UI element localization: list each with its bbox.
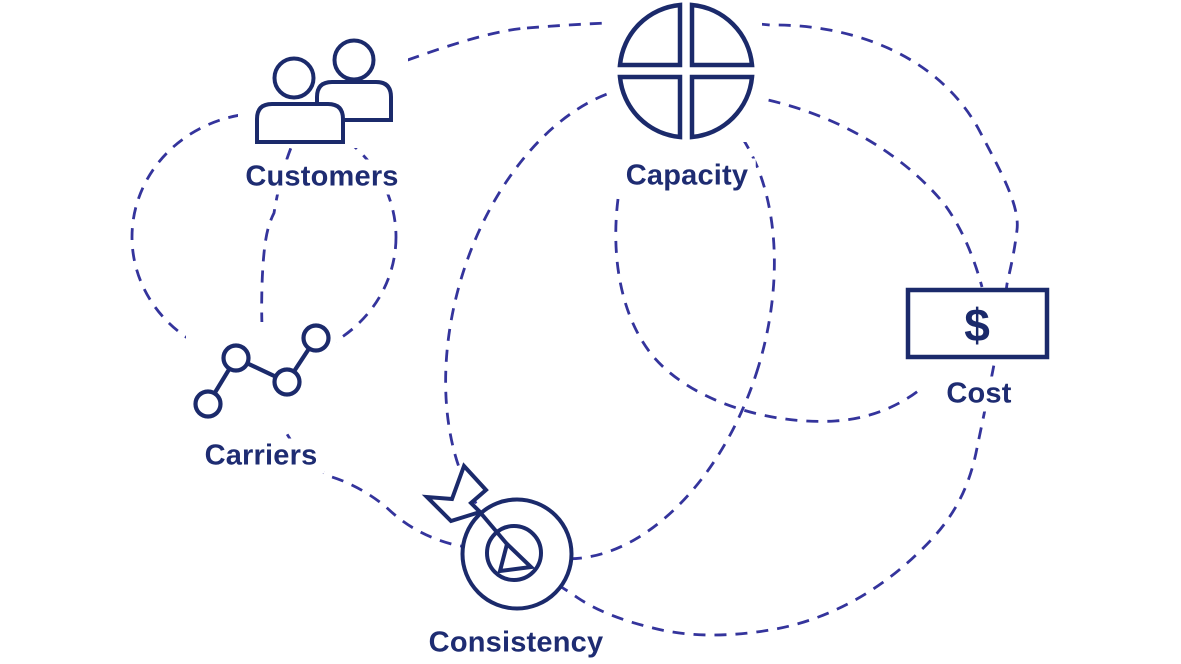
quadrant-top-right <box>689 2 755 68</box>
quadrant-bottom-left <box>617 74 683 140</box>
bill-rectangle <box>905 287 1050 360</box>
connector-capacity-cost-arc <box>747 94 984 288</box>
arrow-head <box>497 540 536 574</box>
capacity-label: Capacity <box>618 158 756 194</box>
network-nodes-icon <box>193 323 331 419</box>
consistency-label: Consistency <box>421 625 611 661</box>
customers-label: Customers <box>238 159 406 195</box>
pie-quadrants-icon <box>617 2 755 140</box>
network-node <box>193 389 223 419</box>
quadrant-top-left <box>617 2 683 68</box>
dollar-bill-icon <box>905 287 1050 360</box>
arrow-fletching <box>421 462 489 524</box>
carriers-label: Carriers <box>197 438 325 474</box>
cost-label: Cost <box>939 376 1019 412</box>
front-person-head <box>272 56 316 100</box>
people-icon <box>255 38 393 144</box>
dollar-sign: $ <box>964 299 990 351</box>
back-person-head <box>332 38 376 82</box>
network-node <box>301 323 331 353</box>
network-node <box>221 343 251 373</box>
target-arrow-icon <box>421 462 574 611</box>
connector-main-loop <box>260 19 1019 637</box>
quadrant-bottom-right <box>689 74 755 140</box>
connector-capacitylabel-costlabel-arc <box>614 198 919 423</box>
connector-customers-carriers-circle <box>130 111 398 363</box>
front-person-body <box>255 102 345 144</box>
network-node <box>272 367 302 397</box>
capacity-icon-mask <box>610 0 762 142</box>
